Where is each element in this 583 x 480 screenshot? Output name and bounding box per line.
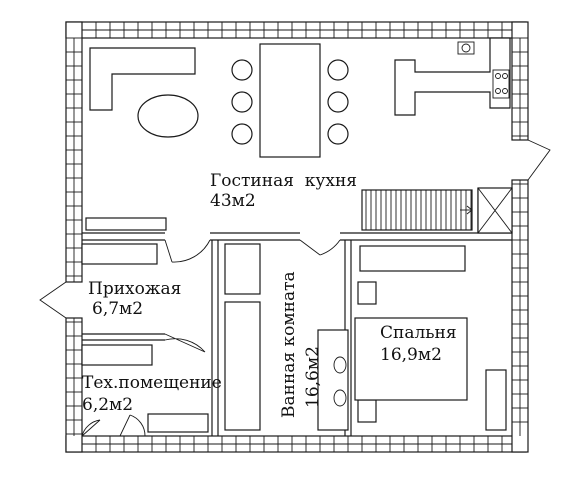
hallway-area: 6,7м2 [92, 299, 143, 319]
bathroom-area: 16,6м2 [303, 346, 323, 408]
bathroom-label: Ванная комната [279, 271, 299, 418]
hallway-furniture [81, 243, 209, 433]
living-kitchen-label: Гостиная кухня [210, 171, 357, 191]
doors [39, 139, 551, 437]
living-kitchen-area: 43м2 [210, 191, 256, 211]
utility-label: Тех.помещение [82, 373, 222, 393]
bathroom-fixtures [224, 243, 349, 431]
wall-brick-pattern [66, 22, 528, 452]
room-labels: Гостиная кухня 43м2 Прихожая 6,7м2 Тех.п… [82, 171, 457, 418]
kitchen-furniture [85, 37, 513, 234]
hallway-label: Прихожая [88, 279, 181, 299]
bedroom-label: Спальня [380, 323, 457, 343]
utility-area: 6,2м2 [82, 395, 133, 415]
bedroom-furniture [354, 245, 507, 431]
bedroom-area: 16,9м2 [380, 345, 442, 365]
